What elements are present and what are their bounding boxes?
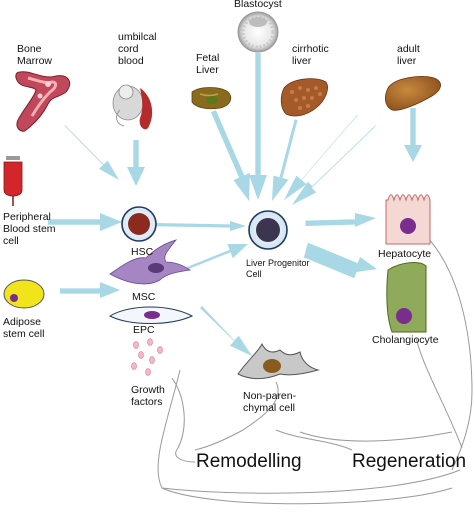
hepatocyte-cell bbox=[385, 194, 431, 245]
arrow-fetal-liver-to-lpc bbox=[210, 110, 250, 201]
growth-factor-dots bbox=[131, 338, 163, 376]
hsc-label: HSC bbox=[131, 246, 154, 258]
arrow-cord-blood-to-hsc bbox=[127, 140, 145, 186]
arrow-cirrhotic-liver-to-lpc bbox=[272, 119, 298, 201]
growth-factors-label: Growth factors bbox=[131, 384, 165, 408]
epc-cell bbox=[108, 306, 194, 324]
adipose-cell-icon bbox=[3, 279, 45, 309]
arrow-msc-to-nonparenchymal bbox=[200, 306, 252, 356]
fetal-liver-label: Fetal Liver bbox=[196, 52, 220, 76]
connector-remodelling-to-regeneration bbox=[275, 429, 353, 451]
connector-hepatocyte-to-regeneration bbox=[427, 237, 473, 471]
connector-growth-factors-to-remodelling bbox=[171, 377, 196, 463]
fetal-liver-icon bbox=[191, 87, 232, 110]
bone-marrow-icon bbox=[15, 71, 71, 132]
umbilical-cord-blood-label: umbilcal cord blood bbox=[118, 31, 157, 67]
connector-bottom-loop bbox=[161, 469, 461, 494]
arrow-hsc-to-lpc bbox=[156, 221, 246, 231]
cirrhotic-liver-label: cirrhotic liver bbox=[292, 43, 329, 67]
cholangiocyte-label: Cholangiocyte bbox=[372, 334, 439, 346]
cholangiocyte-cell bbox=[386, 262, 427, 333]
remodelling-label: Remodelling bbox=[196, 451, 302, 472]
blastocyst-label: Blastocyst bbox=[234, 0, 282, 10]
liver-progenitor-label: Liver Progenitor Cell bbox=[246, 258, 310, 279]
regeneration-label: Regeneration bbox=[352, 451, 467, 472]
adult-liver-icon bbox=[384, 76, 441, 111]
blastocyst-icon bbox=[237, 11, 279, 53]
cirrhotic-liver-icon bbox=[280, 78, 328, 117]
hsc-cell bbox=[121, 206, 157, 242]
msc-cell bbox=[109, 239, 192, 285]
arrow-adipose-to-msc bbox=[60, 282, 120, 298]
connector-cholangiocyte-to-regeneration bbox=[415, 337, 463, 449]
liver-progenitor-cell bbox=[248, 210, 288, 250]
arrow-adult-liver-to-lpc-b bbox=[292, 125, 376, 205]
hepatocyte-label: Hepatocyte bbox=[378, 248, 432, 260]
connector-lines bbox=[157, 237, 473, 505]
arrow-msc-to-lpc bbox=[178, 244, 248, 273]
blood-bag-icon bbox=[3, 156, 23, 206]
nonparenchymal-cell bbox=[237, 342, 320, 380]
arrow-adult-liver-to-hepatocyte bbox=[404, 108, 422, 162]
connector-regeneration-base bbox=[299, 431, 453, 442]
arrow-bone-marrow-to-hsc bbox=[64, 125, 119, 180]
arrow-blastocyst-to-lpc bbox=[249, 53, 267, 200]
connector-epc-to-remodelling bbox=[157, 369, 453, 505]
nonparenchymal-label: Non-paren- chymal cell bbox=[243, 390, 297, 414]
arrow-lpc-to-cholangiocyte bbox=[303, 242, 377, 279]
adipose-stem-cell-label: Adipose stem cell bbox=[3, 316, 45, 340]
arrows bbox=[48, 53, 422, 356]
bone-marrow-label: Bone Marrow bbox=[17, 43, 53, 67]
connector-nonparenchymal-to-remodelling bbox=[194, 381, 279, 451]
epc-label: EPC bbox=[133, 324, 155, 336]
arrow-lpc-to-hepatocyte bbox=[305, 213, 376, 227]
umbilical-cord-blood-icon bbox=[112, 84, 153, 130]
msc-label: MSC bbox=[132, 291, 156, 303]
arrow-peripheral-blood-to-hsc bbox=[48, 213, 122, 231]
peripheral-blood-label: Peripheral Blood stem cell bbox=[3, 211, 56, 247]
adult-liver-label: adult liver bbox=[397, 43, 420, 67]
arrow-adult-liver-to-lpc-a bbox=[284, 114, 358, 200]
